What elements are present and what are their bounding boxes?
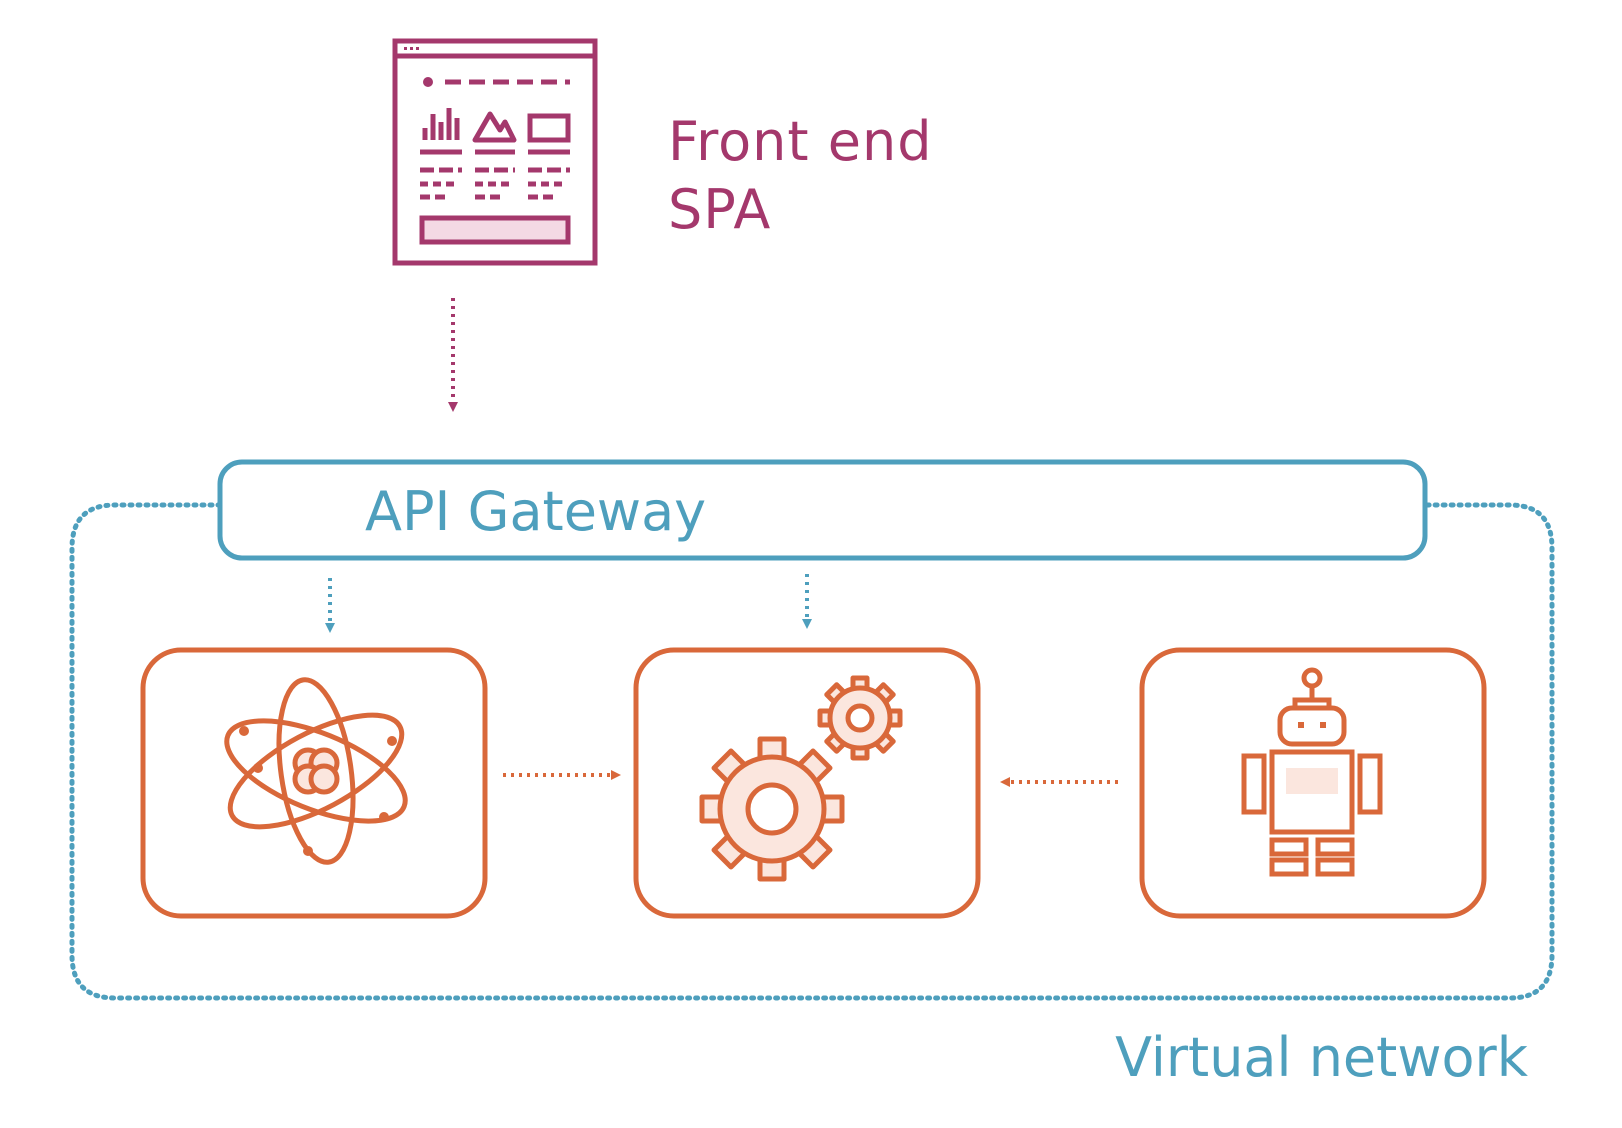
frontend-subtitle: SPA bbox=[668, 178, 771, 241]
api-gateway-box bbox=[217, 459, 1428, 561]
virtual-network-boundary bbox=[69, 502, 1555, 1001]
virtual-network-label: Virtual network bbox=[1115, 1026, 1529, 1089]
frontend-title: Front end bbox=[668, 110, 932, 173]
atom-icon bbox=[224, 677, 408, 865]
gears-icon bbox=[699, 675, 903, 882]
api-gateway-label: API Gateway bbox=[365, 480, 706, 543]
robot-icon bbox=[1241, 667, 1383, 877]
dashboard-window-icon bbox=[392, 38, 598, 266]
